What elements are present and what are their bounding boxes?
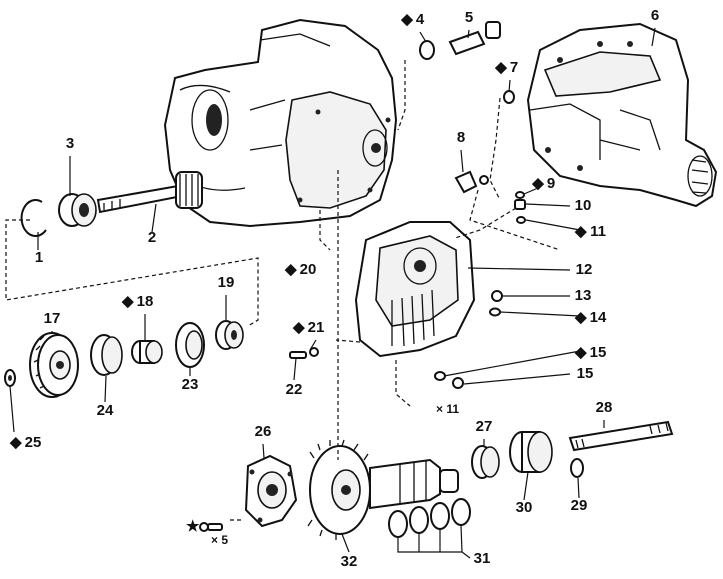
callout-c8: 8 [457,129,465,146]
transaxle-case [163,18,398,228]
callout-c4: 4 [416,11,425,28]
critical-part-marker: ◆ [292,319,305,336]
quantity-m11: × 11 [436,402,459,416]
critical-part-marker: ◆ [574,309,587,326]
bracket-8 [454,170,489,194]
washer-29 [570,458,584,478]
o-ring-4 [419,40,435,60]
callout-c31: 31 [474,550,491,567]
washer-9 [515,191,525,199]
bearing-retainer-26 [244,454,298,528]
critical-part-marker: ◆ [121,293,134,310]
callout-c5: 5 [465,9,473,26]
callout-c17: 17 [44,310,61,327]
bearing-3 [58,193,97,227]
callout-c24: 24 [97,402,114,419]
gasket-15 [434,371,446,381]
shims-31 [388,498,471,538]
shaft-28 [568,420,674,452]
callout-c19: 19 [218,274,235,291]
bolt-10 [514,199,526,210]
seal-30 [509,431,553,473]
callout-c20: 20 [300,261,317,278]
callout-c32: 32 [341,553,358,570]
callout-c7: 7 [510,59,518,76]
bushing-18 [131,340,163,364]
callout-c26: 26 [255,423,272,440]
callout-c13: 13 [575,287,592,304]
assembly-guide-lines [5,60,561,521]
callout-c25: 25 [25,434,42,451]
callout-c29: 29 [571,497,588,514]
bolt-small [199,522,223,532]
callout-c27: 27 [476,418,493,435]
callout-c3: 3 [66,135,74,152]
callout-c21: 21 [308,319,325,336]
critical-part-marker: ◆ [574,344,587,361]
gasket-11 [516,216,526,224]
callout-c22: 22 [286,381,303,398]
extension-housing [354,221,476,358]
callout-c12: 12 [576,261,593,278]
callout-c18: 18 [137,293,154,310]
ring-gear-32 [307,439,371,540]
quantity-labels: × 11 × 5 [211,402,459,547]
transmission-assembly [526,22,718,208]
bearing-19 [215,320,244,350]
callout-c6: 6 [651,7,659,24]
gear-17 [29,332,79,398]
callout-c11: 11 [590,223,606,240]
bearing-27 [471,445,500,479]
critical-part-marker: ◆ [574,223,587,240]
bolt-22 [289,347,319,359]
plug-13 [491,290,503,302]
critical-part-marker: ◆ [400,11,413,28]
callout-c15a: 15 [590,344,607,361]
callout-c10: 10 [575,197,592,214]
ring-gear-23 [175,322,205,368]
callout-c1: 1 [35,249,43,266]
critical-part-marker: ◆ [531,175,544,192]
callout-c30: 30 [516,499,533,516]
critical-part-marker: ◆ [494,59,507,76]
callout-c28: 28 [596,399,613,416]
output-shaft-32 [369,458,459,510]
gasket-14 [489,307,501,317]
o-ring-7 [503,90,515,104]
washer-25 [4,369,16,387]
star-marker: ★ [186,518,200,535]
speed-sensor-5 [448,21,501,56]
callout-c23: 23 [182,376,199,393]
callout-c2: 2 [148,229,156,246]
critical-part-marker: ◆ [284,261,297,278]
snap-ring [20,199,47,237]
quantity-m5: × 5 [211,533,228,547]
race-24 [90,334,123,376]
callout-c14: 14 [590,309,607,326]
leader-lines [9,27,656,559]
input-shaft [96,171,203,214]
plug-15 [452,377,464,389]
callout-c9: 9 [547,175,555,192]
critical-part-marker: ◆ [9,434,22,451]
callout-c15b: 15 [577,365,594,382]
